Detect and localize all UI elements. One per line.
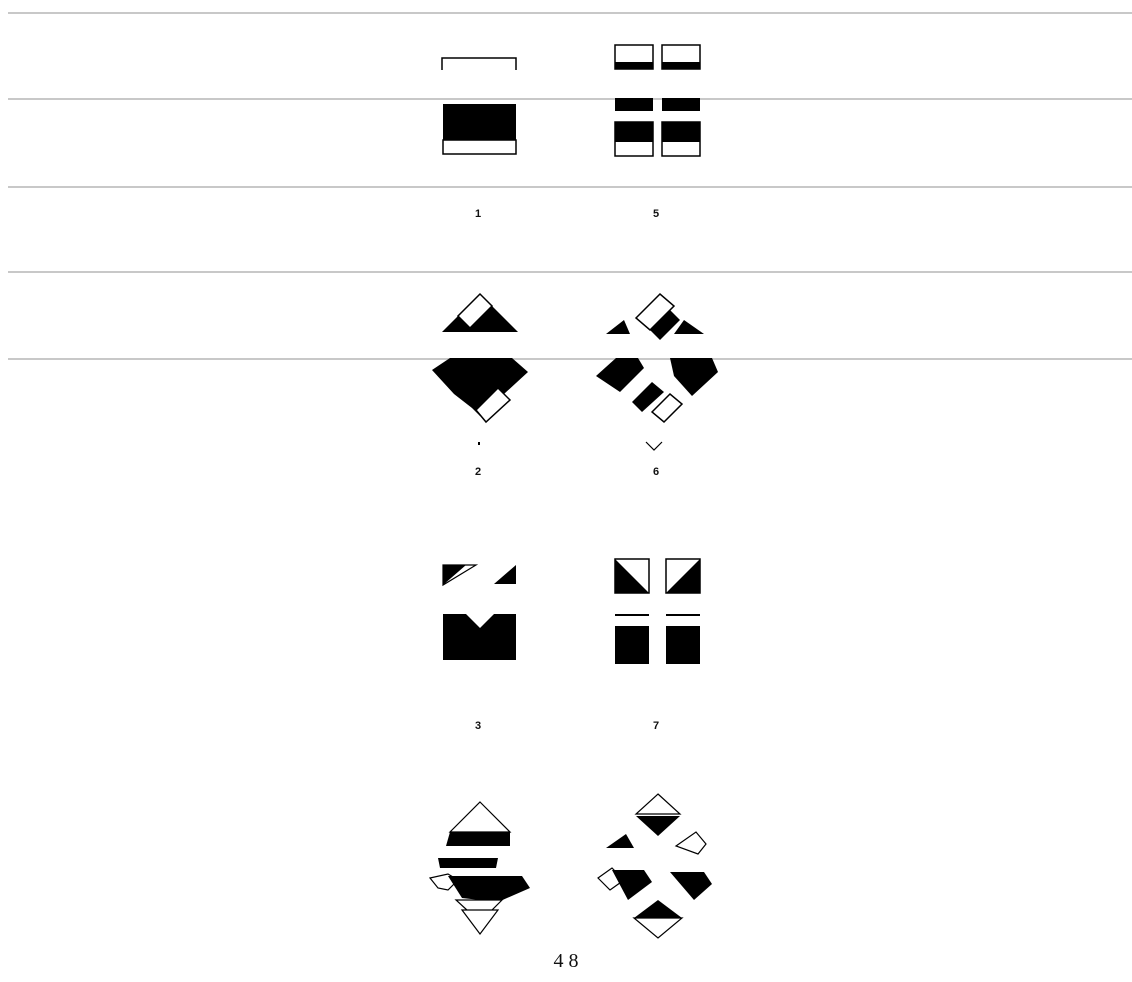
figure-7-label: 7	[636, 720, 676, 732]
rule-line-3	[8, 186, 1132, 188]
figure-1-label: 1	[458, 208, 498, 220]
figure-6-diamond-four-blocks	[594, 282, 722, 454]
figure-7-four-triangles	[612, 556, 704, 668]
rule-line-4	[8, 271, 1132, 273]
figure-8-diamond-four-triangles	[592, 790, 724, 940]
rule-line-2	[8, 98, 1132, 100]
figure-1-square-block	[440, 54, 520, 158]
figure-5-four-blocks	[612, 42, 704, 162]
figure-5-label: 5	[636, 208, 676, 220]
rule-line-5	[8, 358, 1132, 360]
figure-3-square-triangles	[440, 562, 520, 666]
page-number: 4 8	[546, 950, 586, 973]
figure-3-label: 3	[458, 720, 498, 732]
figure-4-diamond-stripes	[426, 798, 534, 938]
figure-6-label: 6	[636, 466, 676, 478]
figure-2-diamond-block	[428, 290, 532, 450]
figure-2-label: 2	[458, 466, 498, 478]
rule-line-1	[8, 12, 1132, 14]
